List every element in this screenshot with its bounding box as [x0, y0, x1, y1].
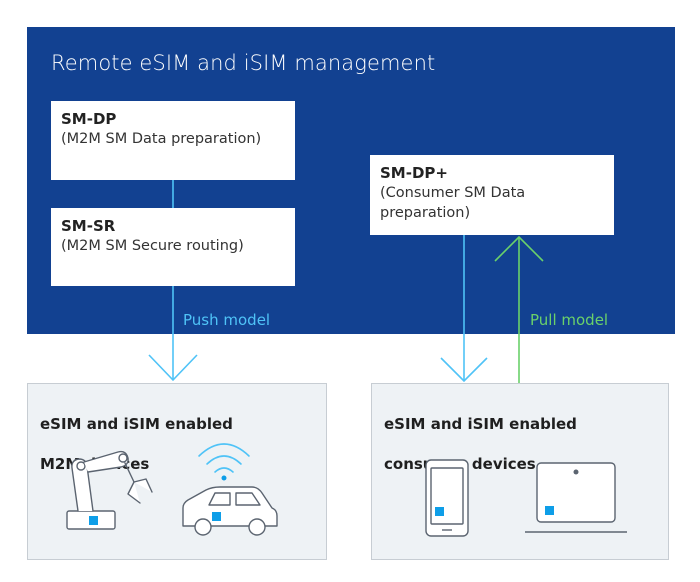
card-sm-dp-plus-subtitle-line2: preparation) — [380, 205, 471, 221]
card-sm-dp-subtitle: (M2M SM Data preparation) — [61, 131, 262, 147]
wifi-dot — [221, 475, 227, 481]
pull-model-label: Pull model — [530, 311, 609, 329]
connected-car-icon — [182, 486, 278, 536]
robot-arm-icon — [66, 450, 153, 530]
card-sm-sr-title: SM-SR — [61, 217, 116, 235]
push-model-label: Push model — [183, 311, 271, 329]
card-sm-sr: SM-SR (M2M SM Secure routing) — [51, 208, 295, 286]
panel-m2m-title-line1: eSIM and iSIM enabled — [40, 415, 233, 433]
laptop-chip — [545, 506, 554, 515]
panel-consumer-title-line1: eSIM and iSIM enabled — [384, 415, 577, 433]
laptop-camera-icon — [573, 469, 579, 475]
push-arrow — [148, 286, 198, 382]
card-sm-dp-title: SM-DP — [61, 110, 117, 128]
smartphone-icon — [425, 459, 469, 537]
smartphone-chip — [435, 507, 444, 516]
wifi-signal-icon — [198, 443, 250, 473]
banner-title: Remote eSIM and iSIM management — [51, 51, 436, 75]
laptop-icon — [525, 462, 627, 533]
card-sm-dp: SM-DP (M2M SM Data preparation) — [51, 101, 295, 180]
card-sm-dp-plus: SM-DP+ (Consumer SM Data preparation) — [370, 155, 614, 235]
card-sm-dp-plus-title: SM-DP+ — [380, 164, 448, 182]
card-sm-dp-plus-subtitle-line1: (Consumer SM Data — [380, 185, 526, 201]
pull-arrow — [494, 235, 544, 383]
card-sm-sr-subtitle: (M2M SM Secure routing) — [61, 238, 244, 254]
car-chip — [212, 512, 221, 521]
robot-arm-chip — [89, 516, 98, 525]
panel-consumer-devices: eSIM and iSIM enabled consumer devices — [371, 383, 669, 560]
consumer-download-arrow — [440, 235, 488, 383]
